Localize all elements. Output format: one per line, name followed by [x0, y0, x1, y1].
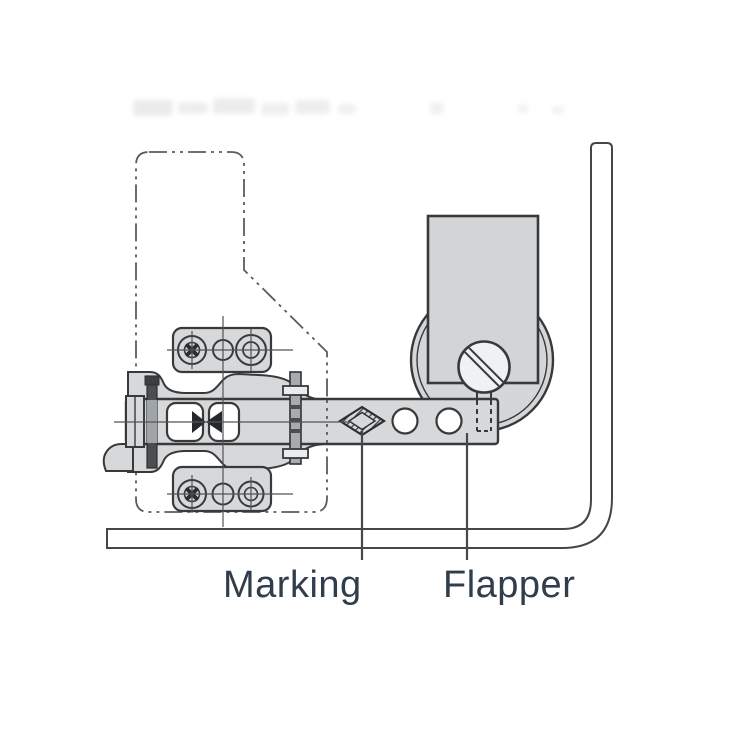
marking-label: Marking — [223, 564, 362, 606]
cabinet-panel — [106, 142, 613, 549]
marking-diamond — [337, 405, 387, 437]
leader-lines — [360, 431, 469, 560]
flapper-label: Flapper — [443, 564, 575, 606]
centerlines — [114, 316, 352, 527]
door-panel-phantom-outline — [135, 151, 328, 513]
arm-hole — [435, 407, 463, 435]
cam-screw — [282, 371, 309, 465]
hinge-assembly — [102, 316, 500, 527]
labels: Marking Flapper — [223, 564, 575, 606]
hinge-cup-tab — [102, 443, 134, 472]
flapper-screw — [457, 340, 511, 432]
arm-hole — [391, 407, 419, 435]
mounting-flange-bottom — [171, 465, 273, 513]
ghost-print-artifact — [133, 98, 564, 116]
slotted-screw-head-icon — [457, 340, 511, 394]
